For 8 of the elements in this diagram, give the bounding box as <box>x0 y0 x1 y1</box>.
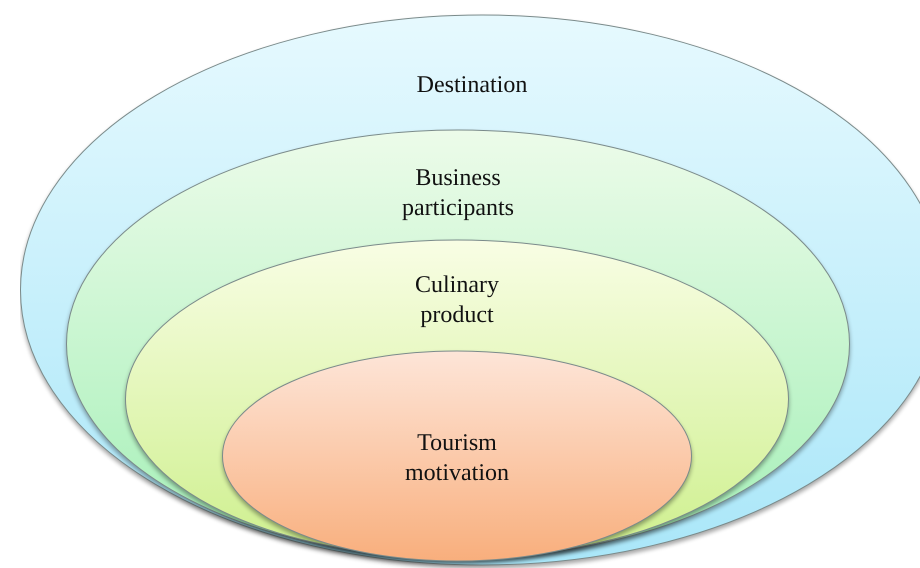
ellipse-layer <box>125 237 789 561</box>
layer-label: Business participants <box>401 164 515 223</box>
layer-label: Tourism motivation <box>404 429 510 488</box>
layer-label: Culinary product <box>414 271 500 330</box>
ellipse-layer <box>20 12 920 568</box>
layer-label: Destination <box>416 71 528 100</box>
ellipse-layer <box>222 348 692 564</box>
ellipse-layer <box>66 127 850 561</box>
